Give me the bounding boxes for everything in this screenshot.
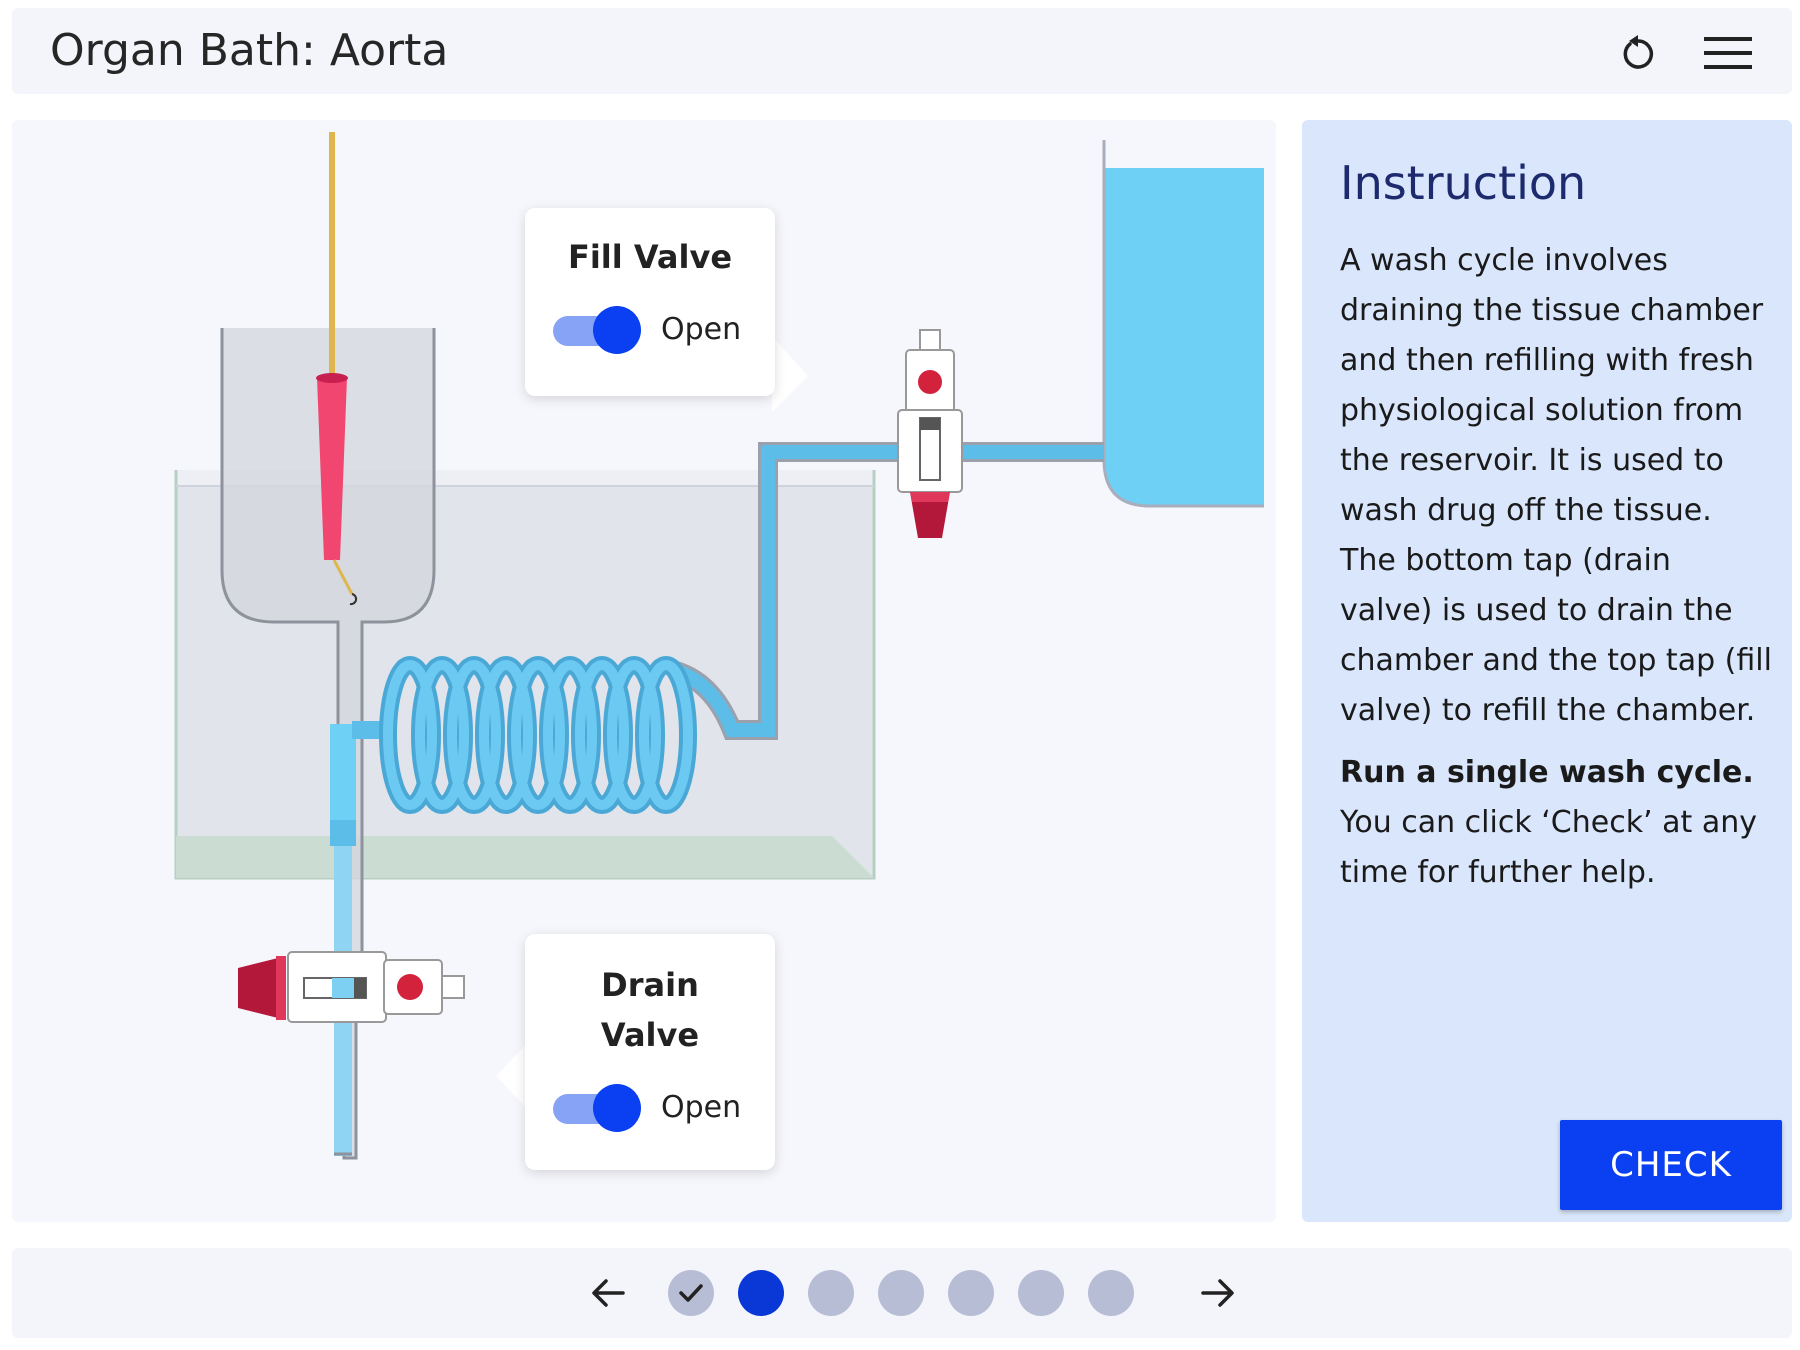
fill-valve-state: Open	[661, 312, 742, 347]
step-dot-4[interactable]	[878, 1270, 924, 1316]
drain-valve-toggle[interactable]	[553, 1084, 641, 1132]
instruction-body: A wash cycle involves draining the tissu…	[1340, 236, 1772, 898]
fill-card-pointer	[772, 336, 808, 412]
instruction-paragraph: A wash cycle involves draining the tissu…	[1340, 243, 1772, 728]
instruction-task: Run a single wash cycle.	[1340, 755, 1754, 790]
step-dot-7[interactable]	[1088, 1270, 1134, 1316]
hamburger-menu-icon	[1704, 37, 1752, 69]
menu-button[interactable]	[1700, 25, 1756, 81]
organ-bath-diagram	[174, 132, 1264, 1160]
fill-tap[interactable]	[897, 329, 963, 538]
step-dot-5[interactable]	[948, 1270, 994, 1316]
check-button[interactable]: CHECK	[1560, 1120, 1782, 1210]
reset-icon	[1623, 35, 1654, 69]
instruction-hint: You can click ‘Check’ at any time for fu…	[1340, 805, 1757, 890]
reservoir	[1102, 140, 1264, 508]
previous-step-button[interactable]	[582, 1266, 636, 1320]
step-dot-6[interactable]	[1018, 1270, 1064, 1316]
drain-valve-toggle-knob	[593, 1084, 641, 1132]
drain-valve-card: Drain Valve Open	[525, 934, 775, 1170]
drain-tap[interactable]	[238, 951, 465, 1023]
fill-valve-toggle[interactable]	[553, 306, 641, 354]
reset-button[interactable]	[1610, 25, 1666, 81]
fill-valve-title: Fill Valve	[567, 238, 733, 276]
arrow-right-icon	[1201, 1279, 1234, 1307]
instruction-title: Instruction	[1340, 156, 1587, 210]
apparatus-stage: Fill Valve Open Drain Valve Open	[12, 120, 1276, 1222]
page-title: Organ Bath: Aorta	[50, 25, 449, 76]
drain-valve-title: Drain Valve	[600, 966, 700, 1054]
step-dot-1-completed[interactable]	[668, 1270, 714, 1316]
checkmark-icon	[679, 1284, 703, 1302]
heating-coil	[352, 442, 1104, 814]
tissue-sample	[316, 132, 358, 606]
tissue-chamber	[220, 328, 436, 1160]
step-navigation	[12, 1248, 1792, 1338]
fill-valve-card: Fill Valve Open	[525, 208, 775, 396]
drain-card-pointer	[496, 1038, 532, 1114]
header-bar: Organ Bath: Aorta	[12, 8, 1792, 94]
step-dot-3[interactable]	[808, 1270, 854, 1316]
arrow-left-icon	[592, 1279, 625, 1307]
next-step-button[interactable]	[1190, 1266, 1244, 1320]
drain-valve-state: Open	[661, 1090, 742, 1125]
step-dot-2-current[interactable]	[738, 1270, 784, 1316]
fill-valve-toggle-knob	[593, 306, 641, 354]
instruction-panel: Instruction A wash cycle involves draini…	[1302, 120, 1792, 1222]
